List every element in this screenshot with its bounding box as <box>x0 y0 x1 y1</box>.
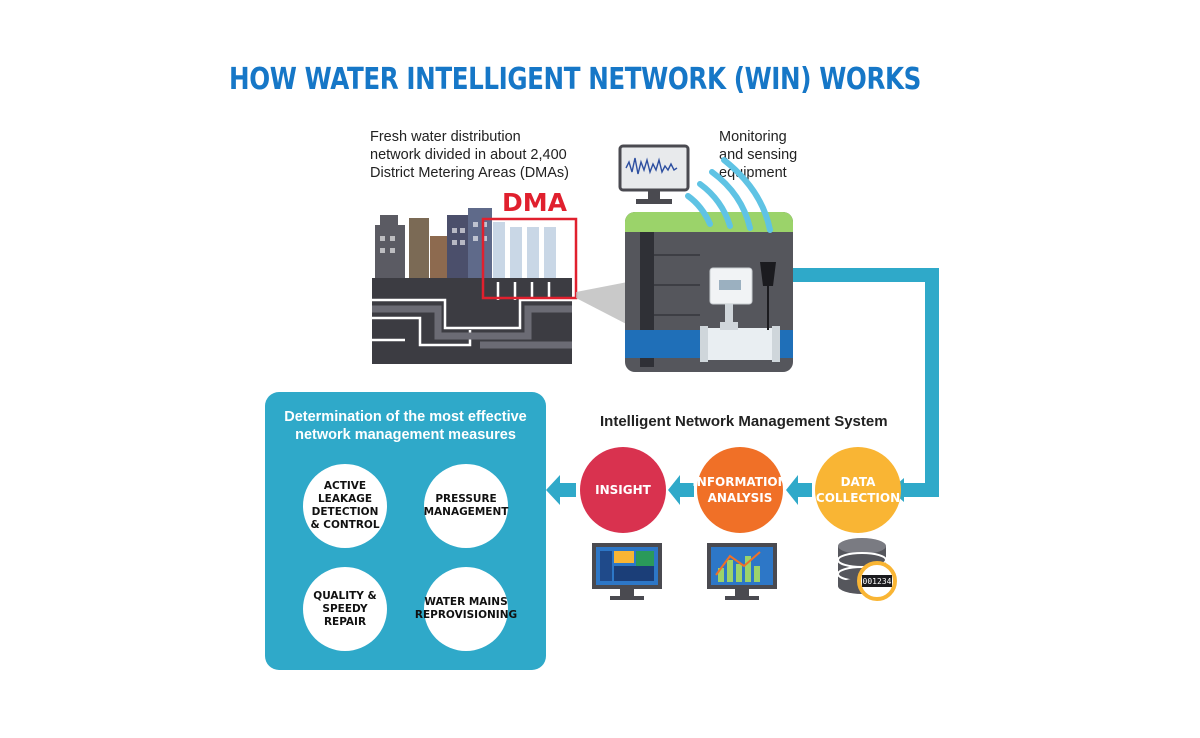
stage-information-analysis: INFORMATION ANALYSIS <box>692 447 788 533</box>
stage-label: INSIGHT <box>595 483 651 497</box>
panel-title-line: Determination of the most effective <box>284 409 527 425</box>
flow-pipe <box>793 268 939 497</box>
signal-waves-icon <box>685 157 773 233</box>
measure-label: WATER MAINS REPROVISIONING <box>414 596 518 621</box>
dma-label: DMA <box>502 188 567 217</box>
page-title: HOW WATER INTELLIGENT NETWORK (WIN) WORK… <box>229 62 921 97</box>
measures-panel: Determination of the most effective netw… <box>265 392 546 670</box>
monitoring-caption-line: Monitoring <box>719 129 787 145</box>
stage-label: DATA COLLECTION <box>815 475 901 505</box>
dma-caption-line: District Metering Areas (DMAs) <box>370 165 570 181</box>
measure-active-leakage: ACTIVE LEAKAGE DETECTION & CONTROL <box>303 464 387 548</box>
dma-caption-line: Fresh water distribution <box>370 129 521 145</box>
stage-arrows <box>546 475 812 505</box>
measure-label: ACTIVE LEAKAGE DETECTION & CONTROL <box>310 480 380 531</box>
stage-data-collection: DATA COLLECTION <box>815 447 901 533</box>
sensor-chamber <box>625 212 793 372</box>
monitor-icon <box>618 144 690 204</box>
measure-pressure-management: PRESSURE MANAGEMENT <box>424 464 508 548</box>
insight-monitor-icon <box>592 543 662 600</box>
stage-label: INFORMATION ANALYSIS <box>692 475 788 505</box>
meter-reading: 001234 <box>863 577 892 586</box>
analysis-monitor-icon <box>707 543 777 600</box>
measure-label: QUALITY & SPEEDY REPAIR <box>313 589 377 628</box>
meter-icon: 001234 <box>857 561 897 601</box>
measure-label: PRESSURE MANAGEMENT <box>423 493 509 518</box>
system-label: Intelligent Network Management System <box>600 413 888 430</box>
dma-caption-line: network divided in about 2,400 <box>370 147 567 163</box>
measure-quality-repair: QUALITY & SPEEDY REPAIR <box>303 567 387 651</box>
dma-caption: Fresh water distribution network divided… <box>370 128 610 182</box>
panel-title-line: network management measures <box>295 427 516 443</box>
city-illustration <box>372 208 578 364</box>
zoom-wedge <box>576 280 638 330</box>
measure-water-mains: WATER MAINS REPROVISIONING <box>415 567 517 651</box>
stage-insight: INSIGHT <box>580 447 666 533</box>
monitoring-caption-line: and sensing <box>719 147 798 163</box>
panel-title: Determination of the most effective netw… <box>265 408 546 444</box>
